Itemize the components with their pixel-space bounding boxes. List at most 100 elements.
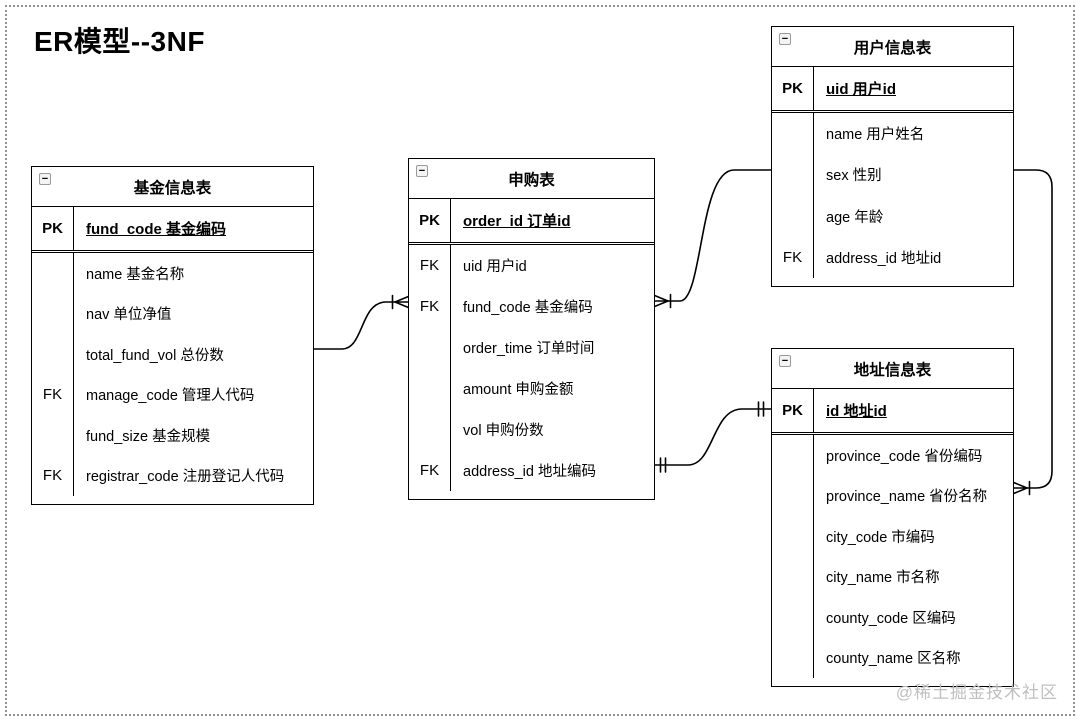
table-body: FK uid 用户id FK fund_code 基金编码 order_time 订…	[409, 245, 654, 499]
field-label: nav 单位净值	[86, 307, 172, 324]
key-badge	[772, 435, 814, 476]
pk-row: PK fund_code 基金编码	[32, 207, 313, 253]
field-label: fund_code 基金编码	[463, 300, 593, 316]
collapse-icon[interactable]: −	[416, 165, 428, 177]
fk-badge: FK	[32, 455, 74, 496]
field-label: county_code 区编码	[826, 610, 956, 627]
key-badge	[409, 327, 451, 368]
table-header: − 用户信息表	[772, 27, 1013, 67]
table-row: city_code 市编码	[772, 516, 1013, 557]
collapse-icon[interactable]: −	[39, 173, 51, 185]
watermark: @稀土掘金技术社区	[895, 683, 1058, 702]
table-header: − 地址信息表	[772, 349, 1013, 389]
table-row: county_code 区编码	[772, 597, 1013, 638]
table-row: city_name 市名称	[772, 556, 1013, 597]
table-row: name 用户姓名	[772, 113, 1013, 155]
minus-glyph: −	[781, 354, 789, 367]
table-row: FK address_id 地址id	[772, 236, 1013, 278]
field-label: amount 申购金额	[463, 382, 574, 398]
field-label: manage_code 管理人代码	[86, 388, 255, 405]
field-label: vol 申购份数	[463, 423, 544, 439]
page-title: ER模型--3NF	[34, 26, 205, 57]
pk-badge: PK	[32, 207, 74, 250]
entity-table-user: − 用户信息表 PK uid 用户id name 用户姓名 sex 性别 age…	[771, 26, 1014, 287]
field-label: name 基金名称	[86, 266, 185, 283]
connector-user-order	[653, 169, 772, 309]
minus-glyph: −	[41, 172, 49, 185]
table-row: FK registrar_code 注册登记人代码	[32, 455, 313, 496]
table-row: vol 申购份数	[409, 409, 654, 450]
pk-badge: PK	[409, 199, 451, 242]
field-label: age 年龄	[826, 209, 884, 226]
connector-address-order	[653, 401, 773, 473]
connector-fund-order	[313, 294, 410, 350]
pk-row: PK uid 用户id	[772, 67, 1013, 113]
fk-badge: FK	[772, 236, 814, 278]
field-label: province_code 省份编码	[826, 448, 983, 465]
collapse-icon[interactable]: −	[779, 33, 791, 45]
field-label: uid 用户id	[463, 259, 527, 275]
table-row: age 年龄	[772, 195, 1013, 237]
fk-badge: FK	[409, 286, 451, 327]
entity-table-fund: − 基金信息表 PK fund_code 基金编码 name 基金名称 nav …	[31, 166, 314, 505]
key-badge	[32, 334, 74, 375]
key-badge	[772, 113, 814, 155]
key-badge	[409, 368, 451, 409]
table-row: FK uid 用户id	[409, 245, 654, 286]
collapse-icon[interactable]: −	[779, 355, 791, 367]
table-row: FK manage_code 管理人代码	[32, 374, 313, 415]
key-badge	[772, 195, 814, 237]
key-badge	[772, 475, 814, 516]
table-row: FK fund_code 基金编码	[409, 286, 654, 327]
table-body: province_code 省份编码 province_name 省份名称 ci…	[772, 435, 1013, 686]
fk-badge: FK	[409, 245, 451, 286]
pk-field: order_id 订单id	[463, 213, 571, 230]
field-label: total_fund_vol 总份数	[86, 347, 224, 364]
table-row: province_code 省份编码	[772, 435, 1013, 476]
pk-field: uid 用户id	[826, 81, 896, 98]
field-label: city_name 市名称	[826, 570, 940, 587]
table-row: amount 申购金额	[409, 368, 654, 409]
table-row: total_fund_vol 总份数	[32, 334, 313, 375]
field-label: fund_size 基金规模	[86, 428, 211, 445]
table-title: 用户信息表	[853, 39, 932, 57]
table-row: sex 性别	[772, 154, 1013, 196]
field-label: registrar_code 注册登记人代码	[86, 469, 285, 486]
table-body: name 用户姓名 sex 性别 age 年龄 FK address_id 地址i…	[772, 113, 1013, 286]
field-label: province_name 省份名称	[826, 489, 988, 506]
table-body: name 基金名称 nav 单位净值 total_fund_vol 总份数 FK…	[32, 253, 313, 504]
table-row: order_time 订单时间	[409, 327, 654, 368]
table-row: county_name 区名称	[772, 637, 1013, 678]
table-row: fund_size 基金规模	[32, 415, 313, 456]
fk-badge: FK	[32, 374, 74, 415]
key-badge	[772, 556, 814, 597]
key-badge	[32, 253, 74, 294]
pk-badge: PK	[772, 389, 814, 432]
key-badge	[772, 637, 814, 678]
pk-field: fund_code 基金编码	[86, 221, 227, 238]
field-label: city_code 市编码	[826, 529, 935, 546]
table-row: nav 单位净值	[32, 293, 313, 334]
pk-badge: PK	[772, 67, 814, 110]
minus-glyph: −	[781, 32, 789, 45]
key-badge	[772, 516, 814, 557]
field-label: name 用户姓名	[826, 127, 925, 144]
key-badge	[772, 154, 814, 196]
key-badge	[772, 597, 814, 638]
table-row: province_name 省份名称	[772, 475, 1013, 516]
key-badge	[32, 415, 74, 456]
pk-row: PK order_id 订单id	[409, 199, 654, 245]
table-row: name 基金名称	[32, 253, 313, 294]
field-label: county_name 区名称	[826, 651, 961, 668]
field-label: sex 性别	[826, 168, 882, 185]
pk-row: PK id 地址id	[772, 389, 1013, 435]
table-title: 基金信息表	[133, 179, 212, 197]
field-label: address_id 地址id	[826, 250, 942, 267]
key-badge	[409, 409, 451, 450]
entity-table-address: − 地址信息表 PK id 地址id province_code 省份编码 pr…	[771, 348, 1014, 687]
minus-glyph: −	[418, 164, 426, 177]
field-label: order_time 订单时间	[463, 341, 595, 357]
